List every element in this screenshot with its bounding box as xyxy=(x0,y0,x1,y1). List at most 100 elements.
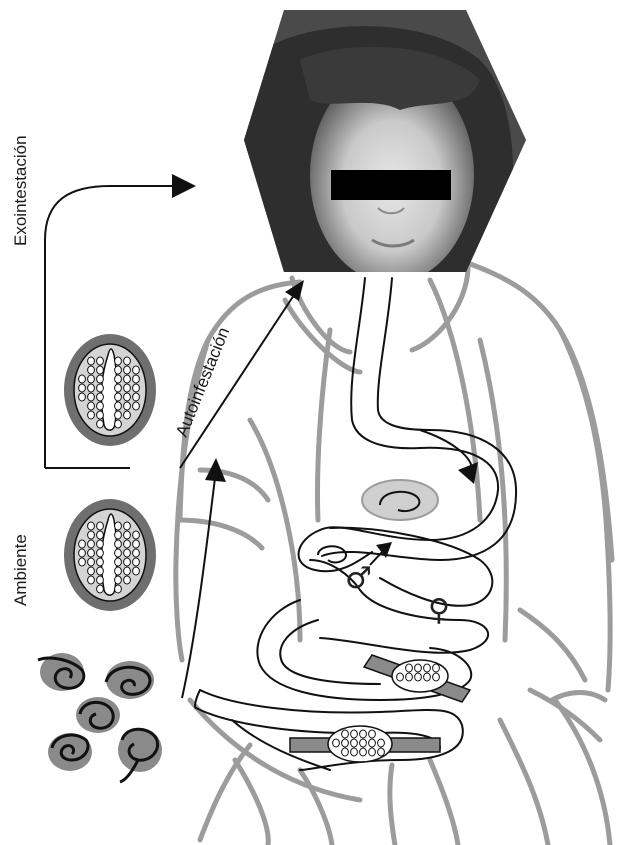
egg-dot xyxy=(97,522,104,530)
egg-dot xyxy=(415,673,422,681)
egg-dot xyxy=(433,673,440,681)
egg-dot xyxy=(97,585,104,593)
egg-dot xyxy=(124,576,131,584)
egg-dot xyxy=(124,375,131,383)
egg-dot xyxy=(115,366,122,374)
egg-dot xyxy=(115,531,122,539)
egg-dot xyxy=(115,420,122,428)
egg-dot xyxy=(124,357,131,365)
egg-dot xyxy=(88,549,95,557)
eye-censor-bar xyxy=(331,170,451,200)
egg-dot xyxy=(133,549,140,557)
egg-dot xyxy=(133,558,140,566)
egg-dot xyxy=(97,420,104,428)
egg-dot xyxy=(88,531,95,539)
egg-dot xyxy=(133,567,140,575)
egg-dot xyxy=(378,748,385,756)
label-autoinfestacion: Autoinfestación xyxy=(172,325,233,440)
egg-dot xyxy=(88,393,95,401)
egg-dot xyxy=(351,739,358,747)
egg-ambiente xyxy=(64,499,156,611)
egg-dot xyxy=(124,393,131,401)
egg-dot xyxy=(351,748,358,756)
egg-dot xyxy=(124,549,131,557)
egg-dot xyxy=(124,540,131,548)
egg-dot xyxy=(406,664,413,672)
egg-dot xyxy=(133,375,140,383)
egg-dot xyxy=(406,673,413,681)
egg-dot xyxy=(133,531,140,539)
egg-dot xyxy=(88,576,95,584)
egg-dot xyxy=(124,567,131,575)
egg-dot xyxy=(397,673,404,681)
egg-dot xyxy=(79,375,86,383)
egg-dot xyxy=(88,567,95,575)
egg-dot xyxy=(97,393,104,401)
egg-exo xyxy=(64,334,156,446)
egg-dot xyxy=(97,375,104,383)
egg-dot xyxy=(97,402,104,410)
egg-dot xyxy=(124,384,131,392)
egg-dot xyxy=(115,357,122,365)
child-body-outline xyxy=(176,262,612,845)
egg-dot xyxy=(424,673,431,681)
egg-dot xyxy=(97,567,104,575)
egg-dot xyxy=(79,393,86,401)
egg-dot xyxy=(115,384,122,392)
egg-dot xyxy=(79,540,86,548)
egg-dot xyxy=(97,357,104,365)
egg-dot xyxy=(97,384,104,392)
egg-dot xyxy=(133,366,140,374)
egg-dot xyxy=(342,748,349,756)
egg-dot xyxy=(124,402,131,410)
egg-dot xyxy=(79,384,86,392)
egg-dot xyxy=(378,739,385,747)
label-exointestacion: Exointestación xyxy=(11,135,30,246)
egg-dot xyxy=(115,402,122,410)
egg-dot xyxy=(124,558,131,566)
egg-dot xyxy=(351,730,358,738)
egg-dot xyxy=(433,664,440,672)
egg-dot xyxy=(88,384,95,392)
larva-to-body-arrow xyxy=(182,458,226,698)
egg-dot xyxy=(360,730,367,738)
male-symbol: ♂ xyxy=(345,561,372,596)
egg-dot xyxy=(360,739,367,747)
stomach-egg xyxy=(362,480,438,520)
egg-dot xyxy=(360,748,367,756)
egg-dot xyxy=(124,531,131,539)
egg-dot xyxy=(88,540,95,548)
egg-dot xyxy=(124,366,131,374)
egg-dot xyxy=(115,558,122,566)
female-worm-with-eggs-upper xyxy=(364,655,470,702)
esophagus-arrow xyxy=(420,430,478,484)
egg-dot xyxy=(133,384,140,392)
egg-dot xyxy=(115,411,122,419)
egg-dot xyxy=(124,522,131,530)
label-ambiente: Ambiente xyxy=(11,534,30,606)
egg-dot xyxy=(115,375,122,383)
child-face-photo xyxy=(239,0,530,283)
egg-dot xyxy=(133,402,140,410)
egg-dot xyxy=(88,558,95,566)
egg-dot xyxy=(369,748,376,756)
egg-dot xyxy=(97,540,104,548)
egg-dot xyxy=(97,366,104,374)
egg-dot xyxy=(97,549,104,557)
egg-dot xyxy=(115,393,122,401)
egg-dot xyxy=(88,411,95,419)
egg-dot xyxy=(115,576,122,584)
egg-dot xyxy=(369,739,376,747)
egg-dot xyxy=(369,730,376,738)
egg-dot xyxy=(115,585,122,593)
egg-dot xyxy=(115,567,122,575)
egg-dot xyxy=(415,664,422,672)
digestive-tract xyxy=(195,278,516,770)
egg-dot xyxy=(97,576,104,584)
egg-dot xyxy=(115,540,122,548)
egg-dot xyxy=(88,402,95,410)
larval-eggs-cluster xyxy=(38,653,162,782)
egg-dot xyxy=(97,531,104,539)
egg-dot xyxy=(88,375,95,383)
